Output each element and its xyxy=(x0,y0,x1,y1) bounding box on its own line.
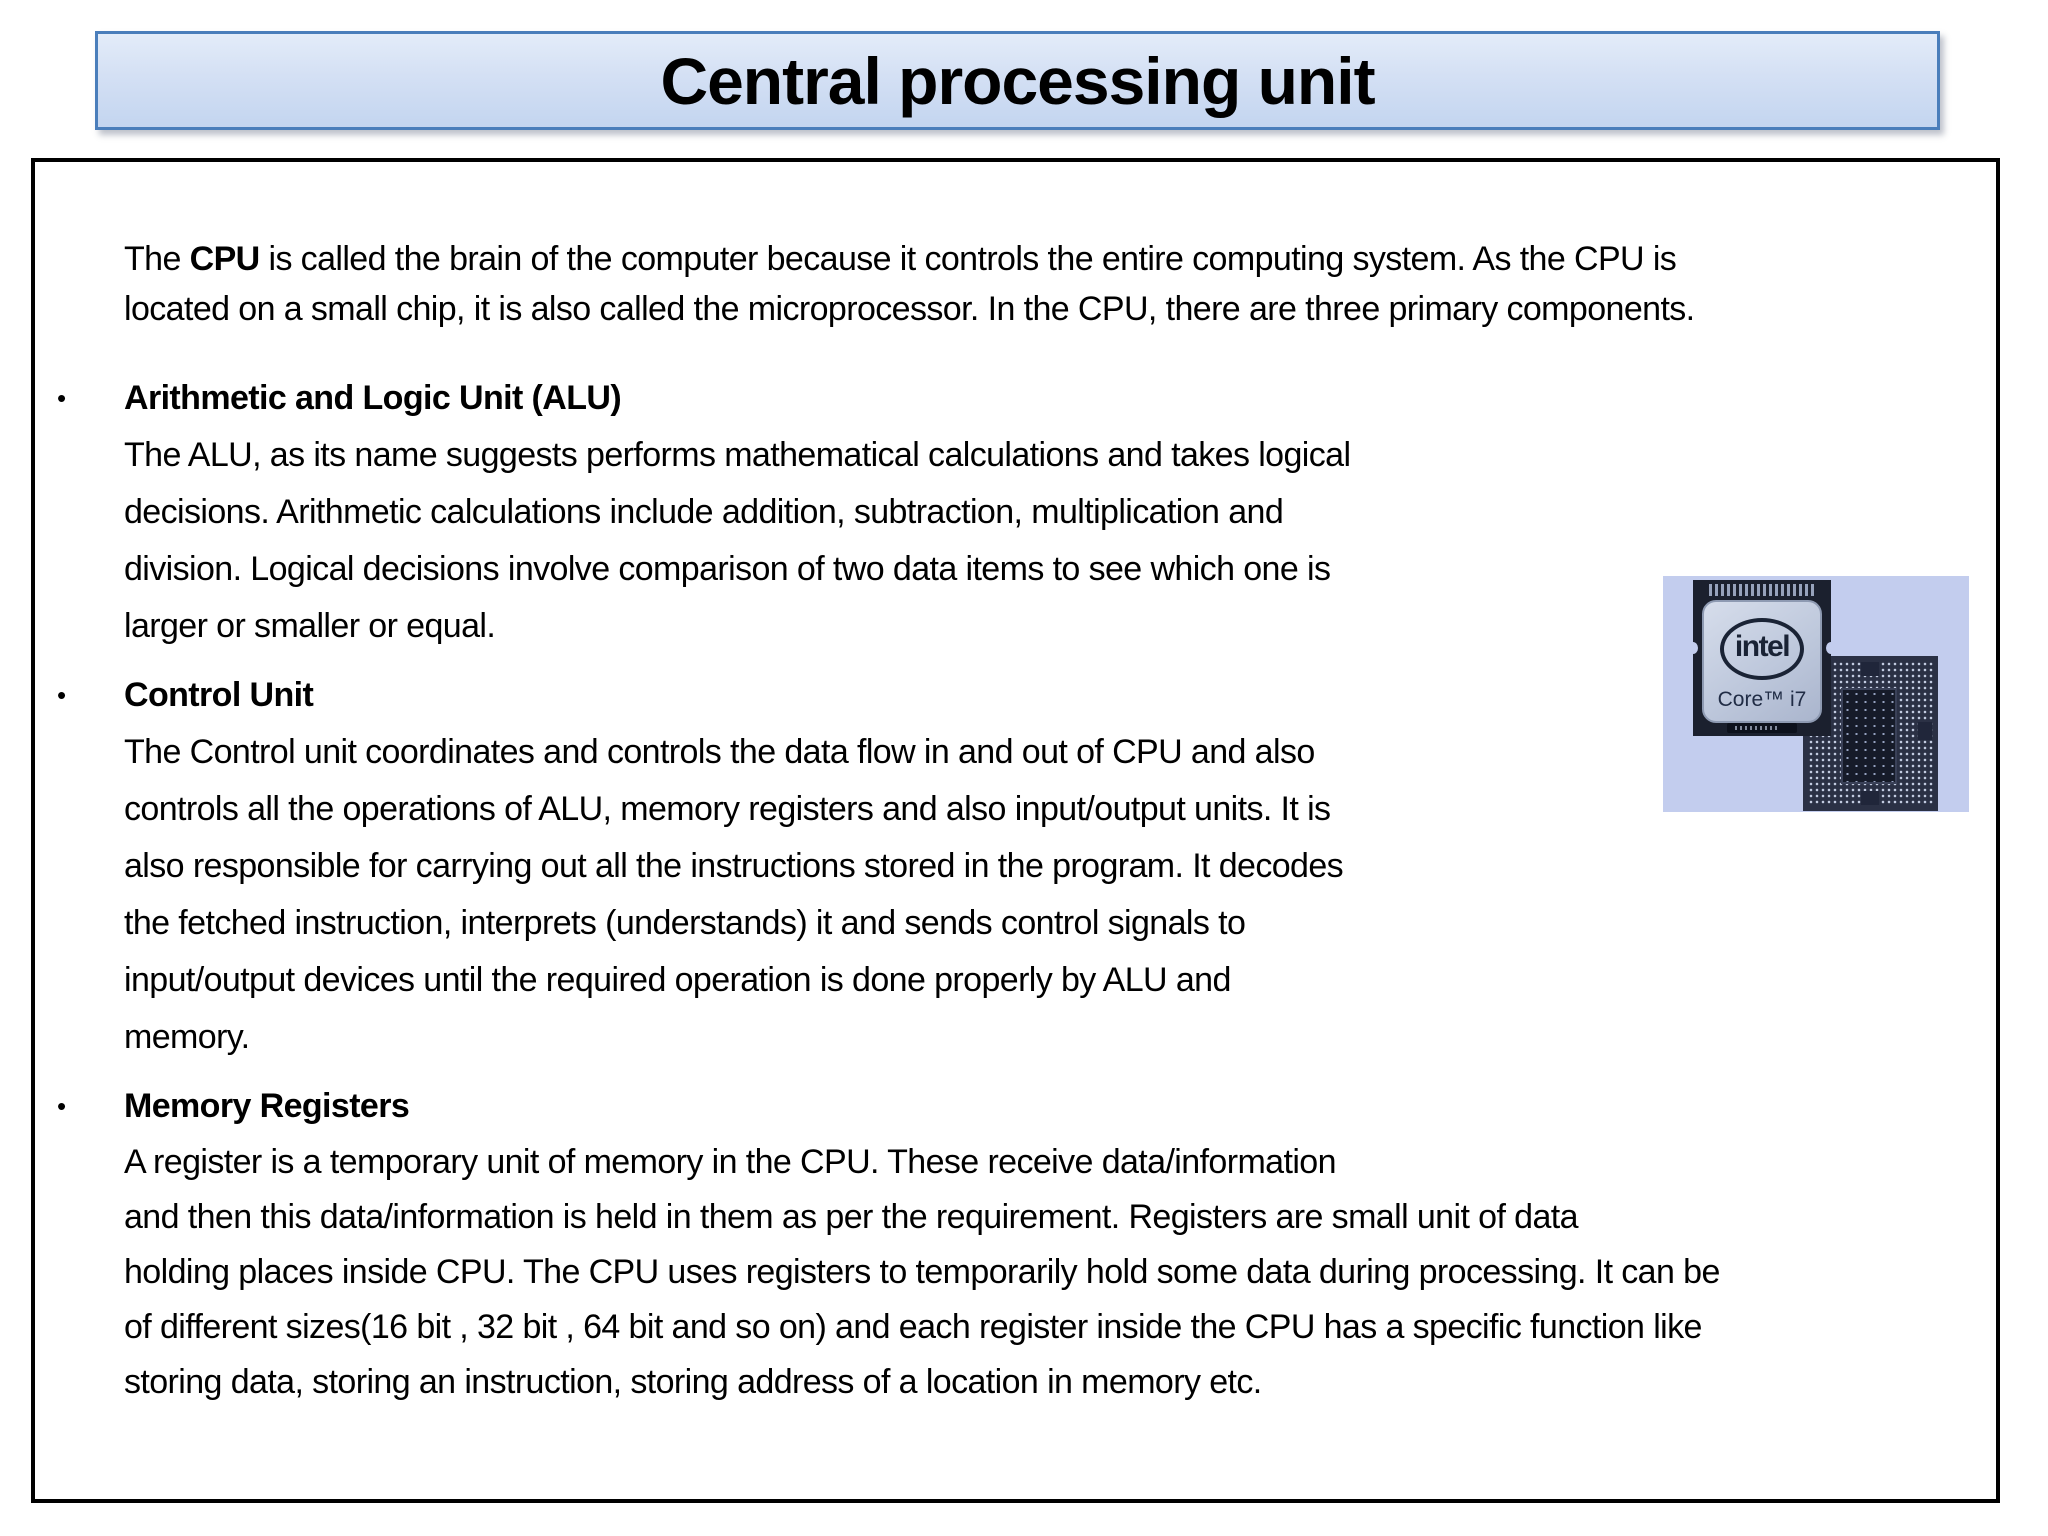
intro-rest: is called the brain of the computer beca… xyxy=(124,240,1695,328)
page-title: Central processing unit xyxy=(660,43,1375,118)
pin-gap xyxy=(1918,722,1932,740)
bullet-title: Control Unit xyxy=(124,676,314,714)
chip-notch-icon xyxy=(1688,642,1698,654)
chip-serial-strip xyxy=(1727,723,1797,733)
bullet-icon: • xyxy=(57,680,66,710)
cpu-contact-strip xyxy=(1709,584,1815,596)
title-bar: Central processing unit xyxy=(95,31,1940,130)
list-item: • Arithmetic and Logic Unit (ALU) The AL… xyxy=(57,370,1986,655)
intel-logo-text: intel xyxy=(1734,630,1791,663)
bullet-body: The Control unit coordinates and control… xyxy=(124,733,1344,1056)
intro-bold-term: CPU xyxy=(189,240,261,278)
bullet-title: Memory Registers xyxy=(124,1087,410,1125)
cpu-lid: intel Core™ i7 xyxy=(1702,600,1822,723)
list-item: • Control Unit The Control unit coordina… xyxy=(57,667,1986,1066)
bullet-title: Arithmetic and Logic Unit (ALU) xyxy=(124,379,622,417)
intel-logo: intel xyxy=(1720,618,1804,680)
bullet-body: The ALU, as its name suggests performs m… xyxy=(124,436,1351,645)
cpu-model-label: Core™ i7 xyxy=(1717,688,1807,711)
cpu-photo: intel Core™ i7 xyxy=(1663,576,1969,812)
content-box: The CPU is called the brain of the compu… xyxy=(31,158,2000,1503)
bullet-icon: • xyxy=(57,1091,66,1121)
bullet-content: Memory Registers A register is a tempora… xyxy=(124,1078,1986,1410)
bullet-content: Control Unit The Control unit coordinate… xyxy=(124,667,1986,1066)
pin-gap xyxy=(1861,791,1879,805)
list-item: • Memory Registers A register is a tempo… xyxy=(57,1078,1986,1410)
bullet-list: • Arithmetic and Logic Unit (ALU) The AL… xyxy=(57,370,1986,1410)
cpu-center-pad xyxy=(1841,688,1897,784)
bullet-content: Arithmetic and Logic Unit (ALU) The ALU,… xyxy=(124,370,1986,655)
cpu-front-chip: intel Core™ i7 xyxy=(1688,580,1836,736)
pin-gap xyxy=(1861,662,1879,676)
intro-paragraph: The CPU is called the brain of the compu… xyxy=(124,234,1954,334)
bullet-icon: • xyxy=(57,383,66,413)
bullet-body: A register is a temporary unit of memory… xyxy=(124,1143,1720,1401)
intro-prefix: The xyxy=(124,240,190,278)
chip-notch-icon xyxy=(1826,642,1836,654)
